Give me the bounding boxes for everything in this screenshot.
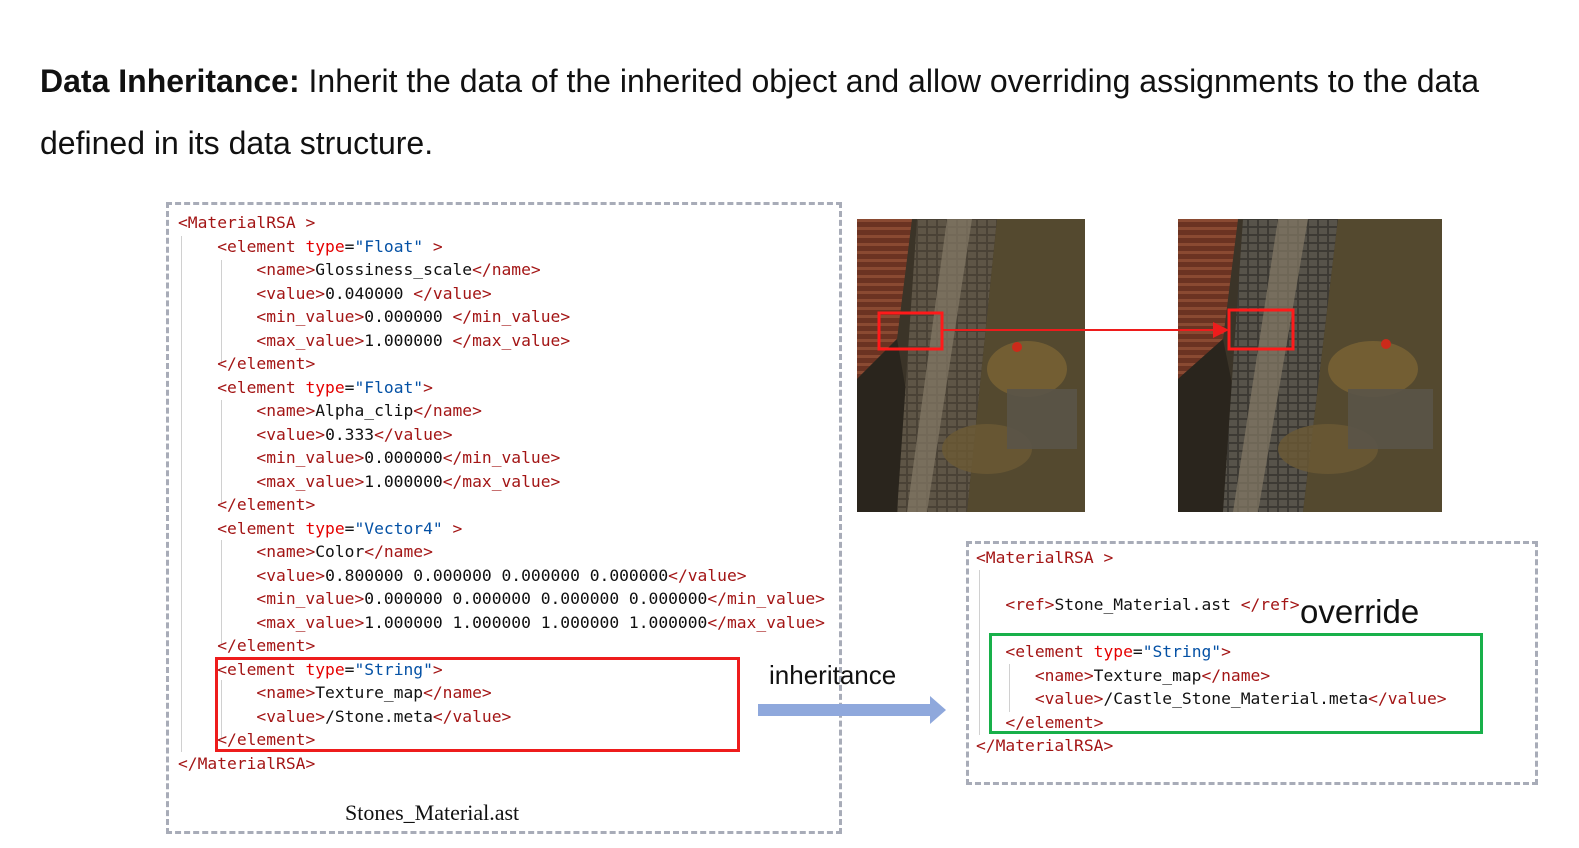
code-line: <ref>Stone_Material.ast </ref> — [1005, 595, 1300, 614]
castle-stone-material-scene — [1178, 219, 1442, 512]
inherited-element-highlight — [215, 657, 740, 752]
code-line: </element> — [1005, 712, 1104, 732]
indent-guide — [1009, 664, 1010, 712]
code-line: <element type="String"> — [1005, 642, 1231, 661]
base-file-label: Stones_Material.ast — [345, 800, 520, 825]
derived-material-panel — [966, 541, 1538, 785]
indent-guide — [979, 570, 980, 735]
code-line: <MaterialRSA > — [178, 213, 316, 232]
base-material-panel — [166, 202, 842, 834]
code-line: <max_value>1.000000</max_value> — [256, 471, 561, 491]
code-line: <element type="Float" > — [217, 236, 443, 256]
stone-material-scene — [857, 219, 1085, 512]
indent-guide — [221, 680, 222, 738]
code-line: </element> — [217, 354, 316, 373]
code-line: <name>Glossiness_scale</name> — [256, 260, 541, 279]
code-line: <max_value>1.000000 </max_value> — [256, 330, 571, 350]
code-line: <min_value>0.000000 0.000000 0.000000 0.… — [256, 589, 825, 608]
code-line: </element> — [217, 495, 316, 514]
code-line: <min_value>0.000000 </min_value> — [256, 307, 571, 326]
code-line: </element> — [217, 730, 316, 749]
code-line: <name>Alpha_clip</name> — [256, 401, 482, 420]
code-line: <element type="String"> — [217, 659, 443, 679]
override-label: override — [1300, 593, 1420, 630]
indent-guide — [221, 540, 222, 644]
heading-text: Inherit the data of the inherited object… — [40, 63, 1480, 161]
code-line: <value>0.800000 0.000000 0.000000 0.0000… — [256, 565, 747, 585]
code-line: <MaterialRSA > — [976, 548, 1114, 567]
indent-guide — [221, 260, 222, 364]
code-line: </element> — [217, 636, 316, 655]
heading-paragraph: Data Inheritance: Inherit the data of th… — [40, 50, 1560, 174]
indent-guide — [221, 400, 222, 504]
code-line: <min_value>0.000000</min_value> — [256, 448, 561, 467]
overridden-element-highlight — [989, 633, 1483, 734]
code-line: <max_value>1.000000 1.000000 1.000000 1.… — [256, 612, 825, 632]
code-line: <name>Texture_map</name> — [1034, 665, 1271, 685]
indent-guide — [181, 236, 182, 752]
code-line — [976, 570, 1447, 594]
derived-material-code: <MaterialRSA > <ref>Stone_Material.ast <… — [976, 546, 1447, 758]
code-line: <name>Color</name> — [256, 542, 433, 561]
code-line: <value>/Castle_Stone_Material.meta</valu… — [1034, 689, 1447, 708]
code-line: </MaterialRSA> — [178, 753, 316, 773]
inheritance-label: inheritance — [769, 660, 897, 690]
code-line: <value>/Stone.meta</value> — [256, 706, 512, 726]
code-line: <value>0.333</value> — [256, 424, 453, 444]
heading-term: Data Inheritance: — [40, 63, 300, 99]
code-line: <name>Texture_map</name> — [256, 683, 492, 702]
code-line: <element type="Float"> — [217, 377, 433, 397]
code-line: <value>0.040000 </value> — [256, 283, 492, 303]
base-material-code: <MaterialRSA > <element type="Float" > <… — [178, 211, 825, 775]
code-line: <element type="Vector4" > — [217, 518, 463, 538]
code-line: </MaterialRSA> — [976, 736, 1114, 755]
